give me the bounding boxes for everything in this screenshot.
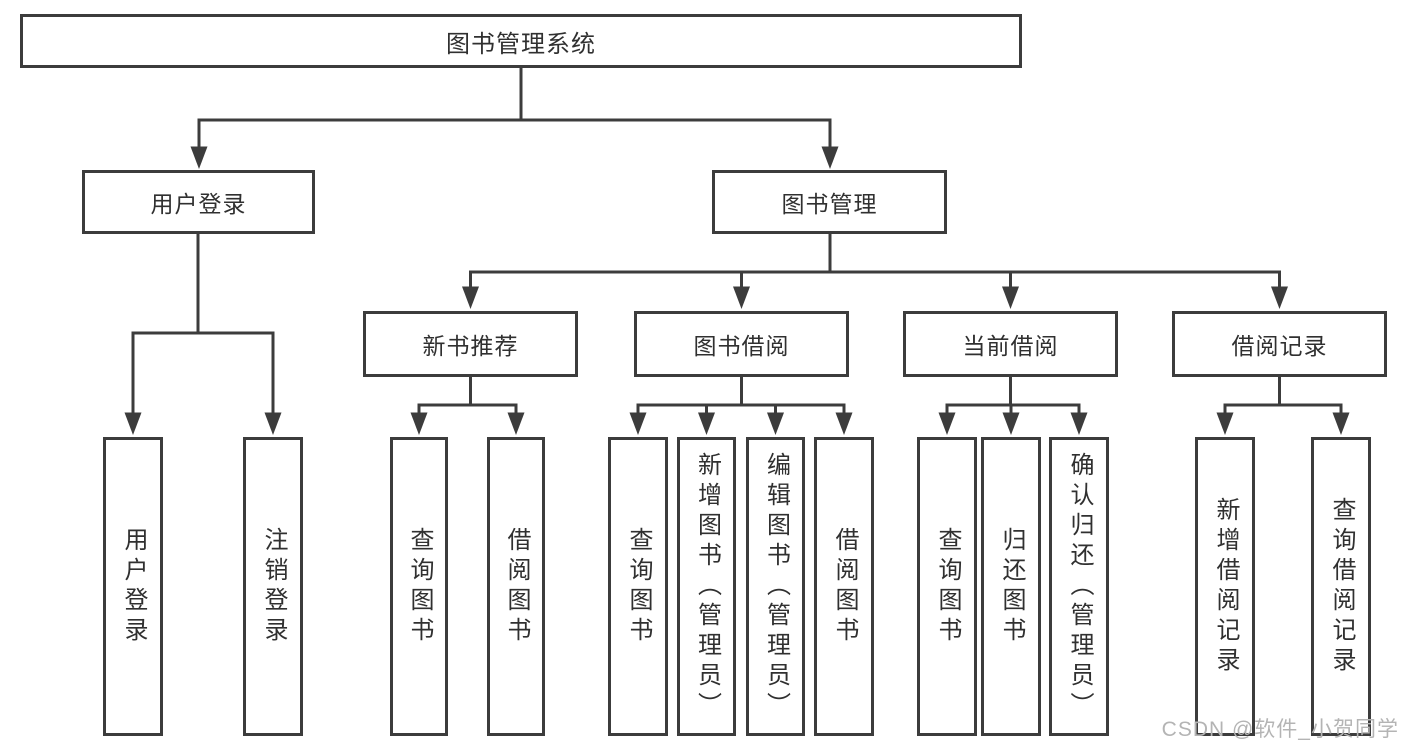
leaf-query-books-current: 查询图书 <box>917 437 977 736</box>
node-label: 图书管理系统 <box>446 30 596 58</box>
node-label: 编辑图书（管理员） <box>762 451 790 722</box>
leaf-query-books-recommend: 查询图书 <box>390 437 448 736</box>
node-user-login: 用户登录 <box>82 170 315 234</box>
node-label: 图书借阅 <box>693 333 790 359</box>
leaf-add-books-admin: 新增图书（管理员） <box>677 437 736 736</box>
node-label: 新增图书（管理员） <box>693 451 721 722</box>
node-label: 用户登录 <box>120 526 147 647</box>
leaf-query-books-borrowing: 查询图书 <box>608 437 668 736</box>
node-current-borrowing: 当前借阅 <box>903 311 1118 377</box>
node-label: 借阅记录 <box>1231 333 1328 359</box>
leaf-return-books: 归还图书 <box>981 437 1041 736</box>
node-borrowing-records: 借阅记录 <box>1172 311 1387 377</box>
leaf-borrow-books-recommend: 借阅图书 <box>487 437 545 736</box>
node-label: 借阅图书 <box>503 526 530 647</box>
leaf-user-login: 用户登录 <box>103 437 163 736</box>
node-label: 用户登录 <box>150 191 247 217</box>
watermark: CSDN @软件_小贺同学 <box>1161 718 1399 741</box>
node-label: 查询图书 <box>406 526 433 647</box>
node-label: 图书管理 <box>781 191 878 217</box>
leaf-borrow-books: 借阅图书 <box>814 437 874 736</box>
leaf-logout: 注销登录 <box>243 437 303 736</box>
leaf-add-borrow-record: 新增借阅记录 <box>1195 437 1255 736</box>
node-label: 确认归还（管理员） <box>1066 451 1093 722</box>
node-library-system-root: 图书管理系统 <box>20 14 1022 68</box>
node-label: 查询借阅记录 <box>1328 496 1355 677</box>
node-book-borrowing: 图书借阅 <box>634 311 849 377</box>
leaf-edit-books-admin: 编辑图书（管理员） <box>746 437 805 736</box>
node-label: 借阅图书 <box>831 526 858 647</box>
node-label: 新增借阅记录 <box>1212 496 1239 677</box>
leaf-query-borrow-record: 查询借阅记录 <box>1311 437 1371 736</box>
leaf-confirm-return-admin: 确认归还（管理员） <box>1049 437 1109 736</box>
node-label: 新书推荐 <box>422 333 519 359</box>
node-new-book-recommend: 新书推荐 <box>363 311 578 377</box>
node-book-management: 图书管理 <box>712 170 947 234</box>
node-label: 查询图书 <box>934 526 961 647</box>
node-label: 当前借阅 <box>962 333 1059 359</box>
node-label: 注销登录 <box>260 526 287 647</box>
node-label: 查询图书 <box>625 526 652 647</box>
node-label: 归还图书 <box>998 526 1025 647</box>
